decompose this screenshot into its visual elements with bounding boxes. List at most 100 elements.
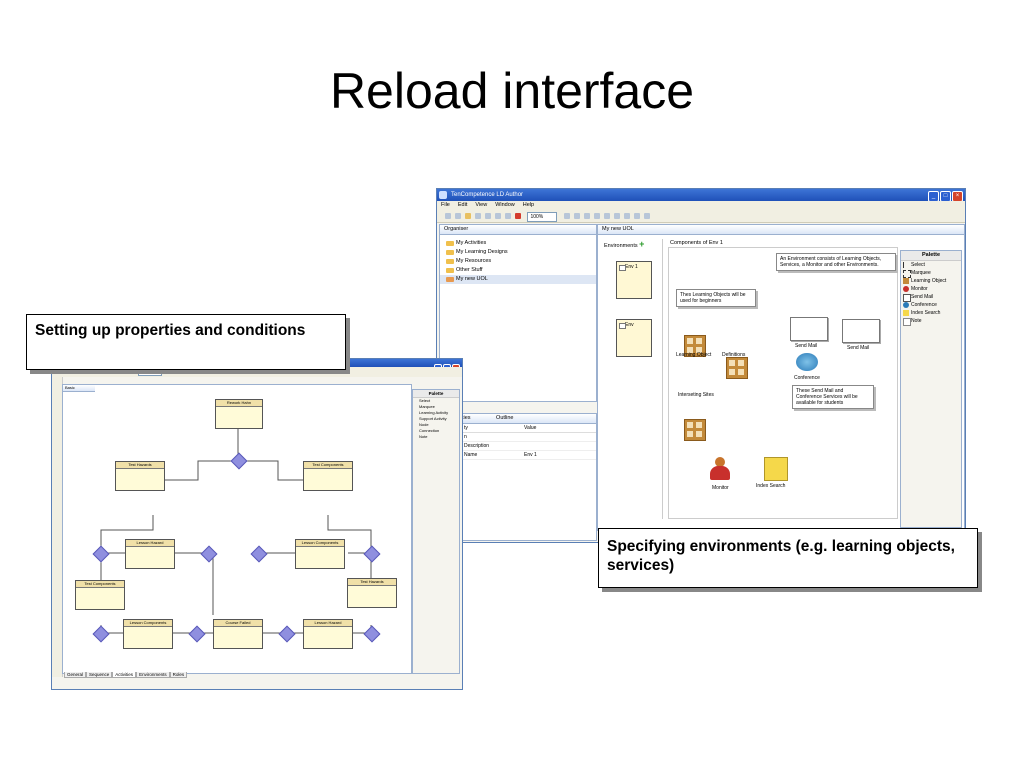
palette-item-label: Marquee xyxy=(911,270,931,276)
palette-item-support-activity[interactable]: Support Activity xyxy=(419,416,447,421)
env-box-2[interactable]: Env xyxy=(616,319,652,357)
palette-item-monitor[interactable]: Monitor xyxy=(901,285,961,293)
environments-column: Environments + Env 1 Env xyxy=(604,239,663,519)
menu-window[interactable]: Window xyxy=(495,202,515,208)
palette-item-select[interactable]: Select xyxy=(419,398,431,403)
node-lesson-components-bottom[interactable]: Lesson Components xyxy=(123,619,173,649)
organiser-panel: Organiser My Activities My Learning Desi… xyxy=(439,224,597,402)
env-box-1[interactable]: Env 1 xyxy=(616,261,652,299)
new-icon[interactable] xyxy=(445,213,451,219)
index-search-icon xyxy=(903,310,909,316)
note-learning-objects[interactable]: Thes Learning Objects will be used for b… xyxy=(676,289,756,307)
properties-tabs: perties Outline xyxy=(440,414,596,424)
palette-item-select[interactable]: Select xyxy=(901,261,961,269)
table-row[interactable]: Description xyxy=(440,442,596,451)
palette-item-conference[interactable]: Conference xyxy=(901,301,961,309)
tab-roles[interactable]: Roles xyxy=(169,672,188,678)
align-bottom-icon[interactable] xyxy=(613,213,620,219)
palette-item-connection[interactable]: Connection xyxy=(419,428,440,433)
connector-down-left xyxy=(100,515,154,553)
tree-item-resources[interactable]: My Resources xyxy=(440,257,596,266)
monitor-body-shape xyxy=(710,466,730,480)
palette-item-send-mail[interactable]: Send Mail xyxy=(901,293,961,302)
palette-item-index-search[interactable]: Index Search xyxy=(901,309,961,317)
tree-item-other-stuff[interactable]: Other Stuff xyxy=(440,266,596,275)
match-width-icon[interactable] xyxy=(623,213,630,219)
paste-icon[interactable] xyxy=(505,213,511,219)
align-right-icon[interactable] xyxy=(583,213,590,219)
palette-item-marquee[interactable]: Marquee xyxy=(419,404,435,409)
palette-item-label: Learning Object xyxy=(911,278,947,284)
tree-item-activities[interactable]: My Activities xyxy=(440,239,596,248)
send-mail-1-icon[interactable] xyxy=(790,317,828,341)
arrow-icon xyxy=(903,262,910,268)
add-environment-icon[interactable]: + xyxy=(639,239,645,249)
definitions-icon[interactable] xyxy=(726,357,748,379)
redo-icon[interactable] xyxy=(475,213,481,219)
delete-icon[interactable] xyxy=(515,213,521,219)
learning-object-icon[interactable] xyxy=(684,335,706,357)
node-lesson-hazard[interactable]: Lesson Hazard xyxy=(125,539,175,569)
copy-icon[interactable] xyxy=(495,213,501,219)
tab-general[interactable]: General xyxy=(64,672,87,678)
node-course-failed[interactable]: Course Failed xyxy=(213,619,263,649)
palette-item-node[interactable]: Node xyxy=(419,422,429,427)
palette-item-learning-activity[interactable]: Learning Activity xyxy=(419,410,449,415)
menu-file[interactable]: File xyxy=(441,202,450,208)
node-test-hazards[interactable]: Test Hazards xyxy=(115,461,165,491)
tab-sequence[interactable]: Sequence xyxy=(86,672,113,678)
align-middle-icon[interactable] xyxy=(603,213,610,219)
uol-icon xyxy=(446,277,454,282)
redo-icon[interactable] xyxy=(120,370,124,374)
tab-activities[interactable]: Activities xyxy=(112,672,137,678)
align-center-icon[interactable] xyxy=(573,213,580,219)
tab-basic[interactable]: Basic xyxy=(63,385,95,392)
node-test-hazards-right[interactable]: Test Hazards xyxy=(347,578,397,608)
tab-outline[interactable]: Outline xyxy=(496,415,514,421)
menu-view[interactable]: View xyxy=(475,202,488,208)
monitor-icon[interactable] xyxy=(710,457,730,481)
cut-icon[interactable] xyxy=(485,213,491,219)
tab-organiser[interactable]: Organiser xyxy=(440,225,596,235)
index-search-icon[interactable] xyxy=(764,457,788,481)
tab-environments[interactable]: Environments xyxy=(136,672,170,678)
node-test-components[interactable]: Test Components xyxy=(303,461,353,491)
palette-item-note[interactable]: Note xyxy=(419,434,428,439)
node-test-components-left[interactable]: Test Components xyxy=(75,580,125,610)
activity-palette: Palette Select Marquee Learning Activity… xyxy=(412,389,460,674)
note-environment[interactable]: An Environment consists of Learning Obje… xyxy=(776,253,896,271)
undo-icon[interactable] xyxy=(465,213,471,219)
palette-item-marquee[interactable]: Marquee xyxy=(901,269,961,278)
zoom-select[interactable]: 100% xyxy=(527,212,558,222)
undo-icon[interactable] xyxy=(112,370,116,374)
menu-edit[interactable]: Edit xyxy=(457,202,468,208)
note-services[interactable]: These Send Mail and Conference Services … xyxy=(792,385,874,409)
align-top-icon[interactable] xyxy=(593,213,600,219)
tree-item-learning-designs[interactable]: My Learning Designs xyxy=(440,248,596,257)
activity-canvas[interactable]: Basic Rewo xyxy=(62,384,412,674)
menu-help[interactable]: Help xyxy=(522,202,535,208)
align-left-icon[interactable] xyxy=(563,213,570,219)
table-row[interactable]: n xyxy=(440,433,596,442)
palette-item-note[interactable]: Note xyxy=(901,317,961,326)
palette-item-learning-object[interactable]: Learning Object xyxy=(901,277,961,285)
node-top[interactable]: Rework Hahn xyxy=(215,399,263,429)
delete-icon[interactable] xyxy=(128,370,132,374)
node-lesson-hazard-bottom[interactable]: Lesson Hazard xyxy=(303,619,353,649)
grid-icon[interactable] xyxy=(643,213,650,219)
organiser-tree: My Activities My Learning Designs My Res… xyxy=(440,235,596,284)
conference-icon[interactable] xyxy=(796,353,818,371)
interesting-sites-icon[interactable] xyxy=(684,419,706,441)
monitor-icon xyxy=(903,286,909,292)
save-icon[interactable] xyxy=(455,213,461,219)
folder-icon xyxy=(446,259,454,264)
match-height-icon[interactable] xyxy=(633,213,640,219)
tab-my-new-uol[interactable]: My new UOL xyxy=(598,225,964,235)
node-lesson-components[interactable]: Lesson Components xyxy=(295,539,345,569)
node-label: Lesson Hazard xyxy=(304,620,352,627)
send-mail-2-icon[interactable] xyxy=(842,319,880,343)
palette-item-label: Conference xyxy=(911,302,937,308)
tree-item-new-uol[interactable]: My new UOL xyxy=(440,275,596,284)
